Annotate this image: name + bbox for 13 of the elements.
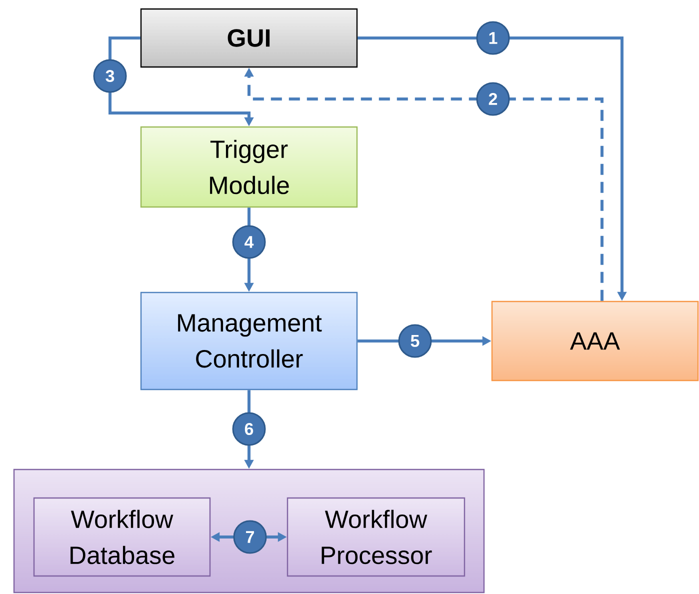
process-box: Management Controller — [140, 292, 358, 390]
edge-label: 5 — [398, 324, 432, 358]
edge-label: 4 — [232, 225, 266, 259]
edge-label: 1 — [476, 21, 510, 55]
process-box: Trigger Module — [140, 126, 358, 208]
process-box: Workflow Processor — [286, 497, 466, 577]
process-box: Workflow Database — [33, 497, 211, 577]
edge-label: 3 — [93, 59, 127, 93]
process-box: AAA — [491, 300, 699, 382]
process-box: GUI — [140, 8, 358, 68]
edge-label: 6 — [232, 412, 266, 446]
edge-label: 7 — [233, 520, 267, 554]
edge-label: 2 — [476, 82, 510, 116]
